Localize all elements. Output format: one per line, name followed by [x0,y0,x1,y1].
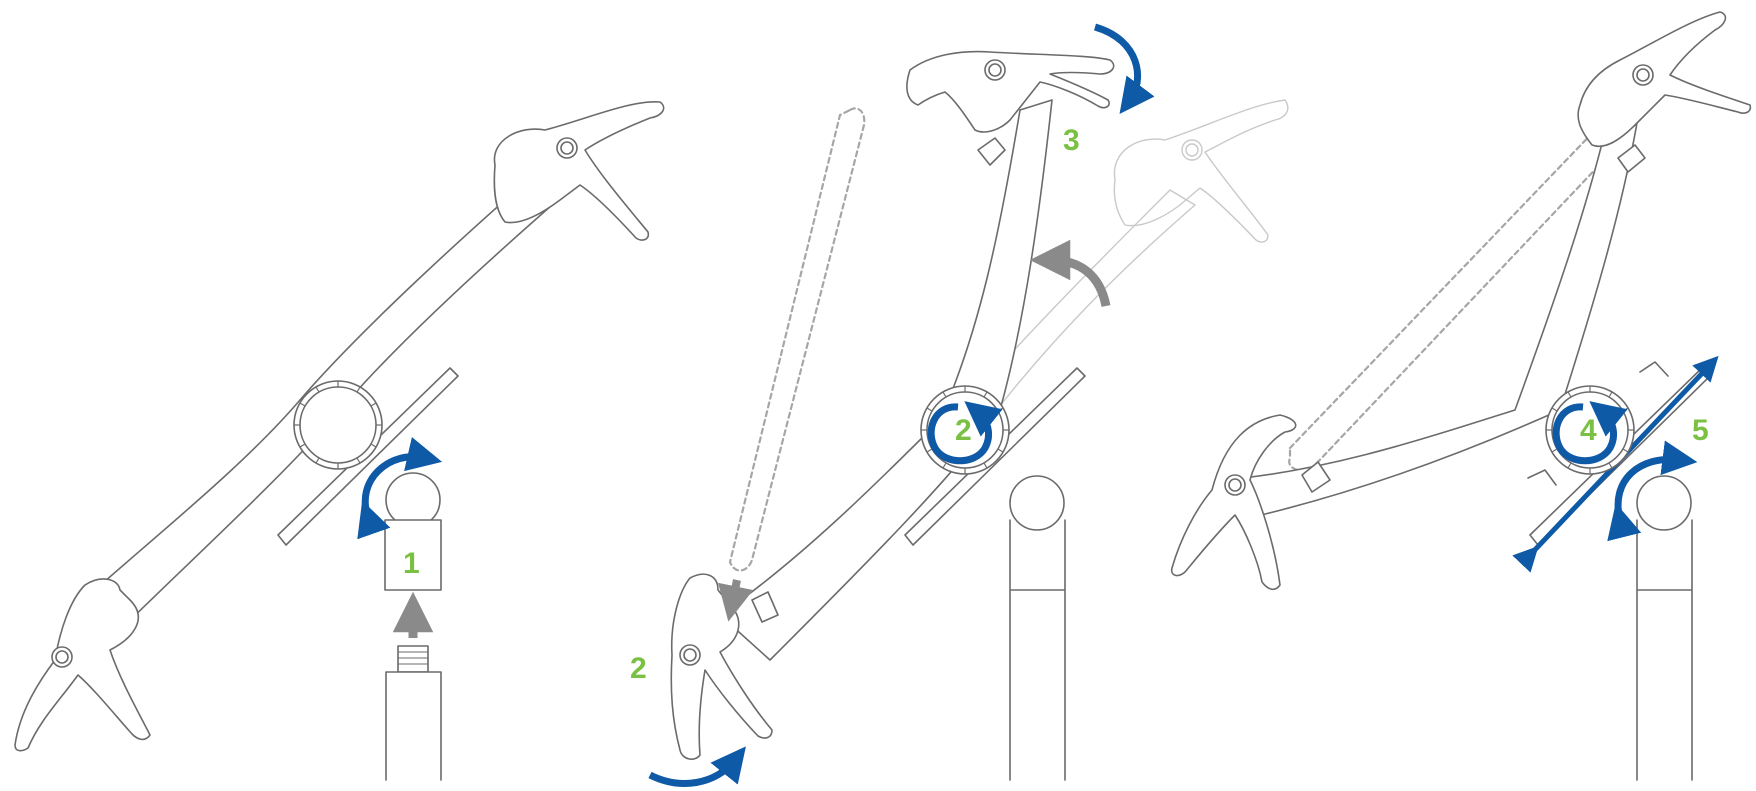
pole [1010,520,1065,780]
tablet-path-dashed [730,108,864,570]
top-jaw [1578,12,1750,146]
step-label: 2 [955,414,972,447]
step-label: 1 [403,547,420,580]
panel-2: 2 2 3 [630,27,1288,783]
rotate-arrow-icon [650,760,735,783]
bottom-jaw [15,579,150,751]
panel-3: 4 5 [1172,12,1751,780]
step-label: 3 [1063,124,1080,157]
step-label: 5 [1692,414,1709,447]
pole [386,672,441,780]
knob [294,381,382,469]
ball-joint [1637,476,1691,530]
top-jaw [907,52,1114,132]
holder-arm [720,100,1052,660]
top-jaw [494,102,663,240]
ball-joint [386,473,440,527]
step-label: 2 [630,652,647,685]
down-arrow-icon [732,580,737,604]
step-label: 4 [1580,414,1597,447]
ball-joint [1010,476,1064,530]
threaded-stud [398,646,428,672]
pole [1637,520,1692,780]
panel-1: 1 [15,102,664,780]
